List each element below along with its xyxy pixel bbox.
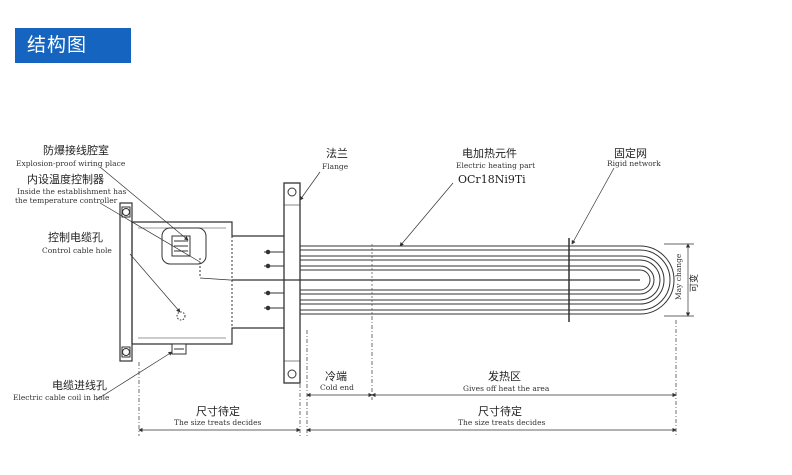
flange xyxy=(283,182,301,384)
label-rigid-en: Rigid network xyxy=(607,159,661,168)
junction-box-housing xyxy=(119,202,284,362)
label-rigid-cn: 固定网 xyxy=(614,146,647,160)
label-heating-en: Electric heating part xyxy=(456,161,535,170)
label-may-change-en: May change xyxy=(674,253,683,300)
label-size-right-en: The size treats decides xyxy=(458,418,546,427)
label-controller-en2: the temperature controller xyxy=(15,196,118,205)
label-material: OCr18Ni9Ti xyxy=(458,173,526,186)
label-may-change-cn: 可变 xyxy=(688,274,700,292)
terminal-studs xyxy=(264,249,284,311)
label-controller-cn: 内设温度控制器 xyxy=(27,172,104,186)
label-heating-cn: 电加热元件 xyxy=(462,147,517,160)
label-control-hole-en: Control cable hole xyxy=(42,246,112,255)
label-cold-end-cn: 冷端 xyxy=(325,370,347,383)
label-flange-en: Flange xyxy=(322,162,349,171)
label-heat-area-cn: 发热区 xyxy=(488,369,521,383)
control-cable-hole xyxy=(176,311,186,321)
label-explosion-cn: 防爆接线腔室 xyxy=(43,143,109,157)
heating-elements xyxy=(232,244,675,316)
temperature-controller xyxy=(161,227,284,281)
label-controller-en1: Inside the establishment has xyxy=(17,187,126,196)
section-title-badge: 结构图 xyxy=(15,28,131,63)
label-cable-coil-cn: 电缆进线孔 xyxy=(52,378,107,392)
bottom-dimensions xyxy=(138,316,677,436)
label-size-left-cn: 尺寸待定 xyxy=(196,404,240,418)
section-title: 结构图 xyxy=(27,34,88,56)
label-heat-area-en: Gives off heat the area xyxy=(463,384,550,393)
label-explosion-en: Explosion-proof wiring place xyxy=(16,159,126,168)
label-control-hole-cn: 控制电缆孔 xyxy=(48,230,103,244)
label-cold-end-en: Cold end xyxy=(320,383,354,392)
leader-lines xyxy=(95,166,615,401)
label-cable-coil-en: Electric cable coil in hole xyxy=(13,393,110,402)
may-change-dimension xyxy=(664,243,694,317)
label-flange-cn: 法兰 xyxy=(326,146,348,160)
label-size-right-cn: 尺寸待定 xyxy=(478,404,522,418)
label-size-left-en: The size treats decides xyxy=(174,418,262,427)
